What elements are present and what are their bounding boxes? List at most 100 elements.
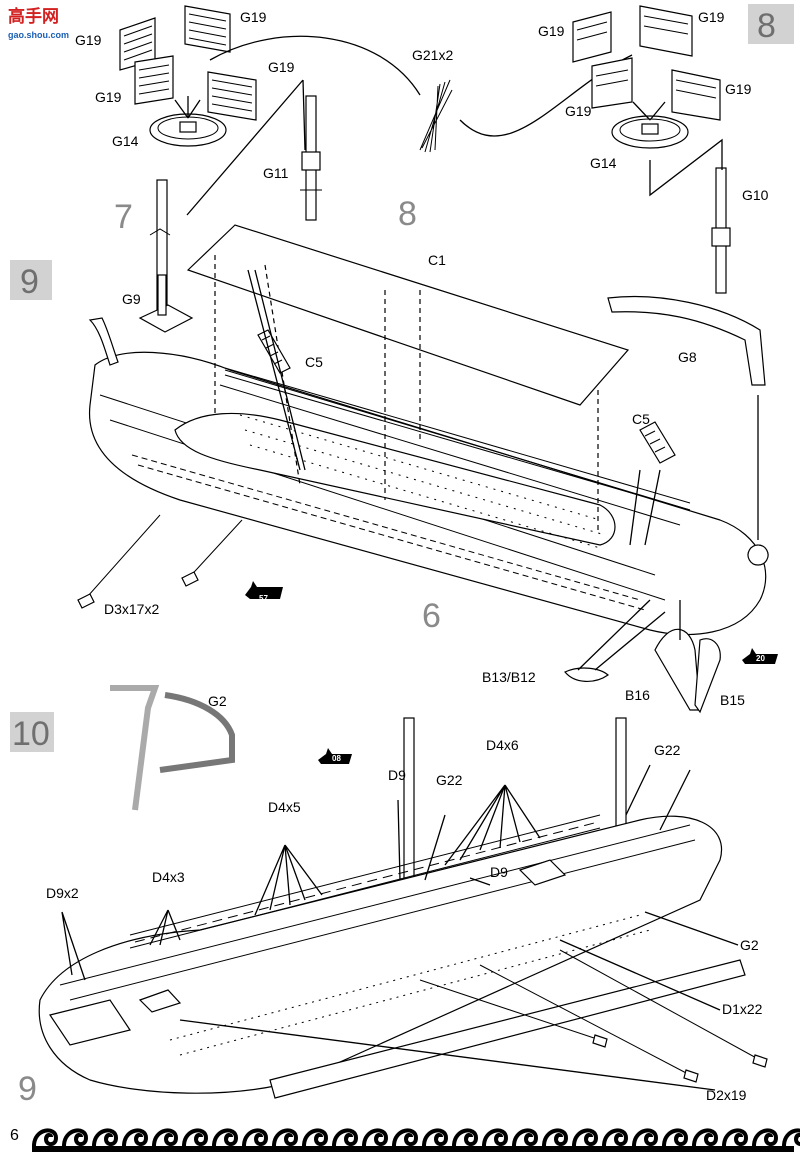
wave-scroll [362,1128,389,1147]
svg-text:D9: D9 [388,767,406,783]
svg-text:D3x17x2: D3x17x2 [104,601,159,617]
step-ref-7: 7 [114,198,133,236]
part-b16 [654,628,701,711]
wave-scroll [722,1128,749,1147]
svg-text:D4x6: D4x6 [486,737,519,753]
shield-panel-icon [134,55,174,105]
wave-scroll [242,1128,269,1147]
svg-text:G19: G19 [538,23,565,39]
svg-text:10: 10 [12,715,50,753]
svg-text:G22: G22 [436,772,463,788]
wave-scroll [62,1128,89,1147]
svg-text:08: 08 [332,754,341,763]
svg-text:G19: G19 [240,9,267,25]
svg-text:高手网: 高手网 [8,6,59,26]
rower-holes [239,414,606,549]
svg-text:C5: C5 [632,411,650,427]
step-box-8: 8 [748,4,794,45]
svg-text:D1x22: D1x22 [722,1001,763,1017]
svg-text:G19: G19 [698,9,725,25]
ladder-c5 [639,421,676,464]
wave-scroll [482,1128,509,1147]
svg-text:57: 57 [259,594,268,603]
page-number: 6 [10,1127,19,1144]
svg-text:G19: G19 [725,81,752,97]
part-labels: G19 G19 G19 G19 G14 G11 G21x2 G19 G19 G1… [46,9,769,1103]
step-ref-9: 9 [18,1070,37,1108]
svg-text:D2x19: D2x19 [706,1087,747,1103]
wave-scroll [122,1128,149,1147]
svg-text:G9: G9 [122,291,141,307]
step9-hull-assembly [77,224,769,714]
wave-scroll [92,1128,119,1147]
svg-text:D9x2: D9x2 [46,885,79,901]
wave-scroll [662,1128,689,1147]
svg-text:20: 20 [756,654,765,663]
watermark-logo: 高手网 gao.shou.com [8,6,69,40]
wave-scroll [272,1128,299,1147]
svg-text:gao.shou.com: gao.shou.com [8,30,69,40]
step10-hull-assembly [38,685,768,1099]
step8-fighting-top-right [572,5,723,197]
svg-text:G14: G14 [112,133,139,149]
svg-text:G21x2: G21x2 [412,47,453,63]
wave-scroll [332,1128,359,1147]
part-b15 [694,638,721,714]
svg-text:G2: G2 [740,937,759,953]
svg-text:B16: B16 [625,687,650,703]
svg-text:D9: D9 [490,864,508,880]
svg-text:G19: G19 [75,32,102,48]
shield-panel-icon [184,5,231,53]
wave-scroll [752,1128,779,1147]
wave-scroll [392,1128,419,1147]
outrigger-g2 [269,959,746,1099]
wave-scroll [212,1128,239,1147]
svg-text:G19: G19 [268,59,295,75]
svg-text:G19: G19 [95,89,122,105]
step7-fighting-top-left [119,5,306,321]
deck-panel-c1 [186,224,630,406]
shield-panel-icon [207,71,257,121]
wave-scroll [782,1128,800,1147]
step-box-9: 9 [10,260,52,301]
wave-scroll [32,1128,59,1147]
svg-text:G14: G14 [590,155,617,171]
mast-g10 [711,167,731,294]
svg-text:D4x5: D4x5 [268,799,301,815]
wave-border [32,1128,800,1152]
wave-scroll [452,1128,479,1147]
wave-scroll [152,1128,179,1147]
wave-scroll [572,1128,599,1147]
star-badge-08: 08 [318,748,352,764]
star-badge-20: 20 [742,648,778,664]
step-ref-8: 8 [398,195,417,233]
wave-scroll [602,1128,629,1147]
svg-text:G2: G2 [208,693,227,709]
svg-text:G10: G10 [742,187,769,203]
star-badge-57: 57 [245,581,283,603]
wave-scroll [542,1128,569,1147]
stern-piece-g8 [607,295,766,386]
wave-scroll [512,1128,539,1147]
svg-text:B15: B15 [720,692,745,708]
svg-text:D4x3: D4x3 [152,869,185,885]
svg-text:8: 8 [757,7,776,45]
svg-text:G8: G8 [678,349,697,365]
wave-scroll [632,1128,659,1147]
part-b13 [564,667,609,682]
mast-g11 [300,95,322,221]
svg-text:C5: C5 [305,354,323,370]
step-ref-6: 6 [422,597,441,635]
svg-text:B13/B12: B13/B12 [482,669,536,685]
wave-scroll [422,1128,449,1147]
wave-scroll [302,1128,329,1147]
svg-text:G11: G11 [263,165,289,181]
step-box-10: 10 [10,712,54,753]
svg-text:C1: C1 [428,252,446,268]
wave-scroll [692,1128,719,1147]
wave-scroll [182,1128,209,1147]
svg-text:G22: G22 [654,742,681,758]
svg-text:9: 9 [20,263,39,301]
svg-text:G19: G19 [565,103,592,119]
